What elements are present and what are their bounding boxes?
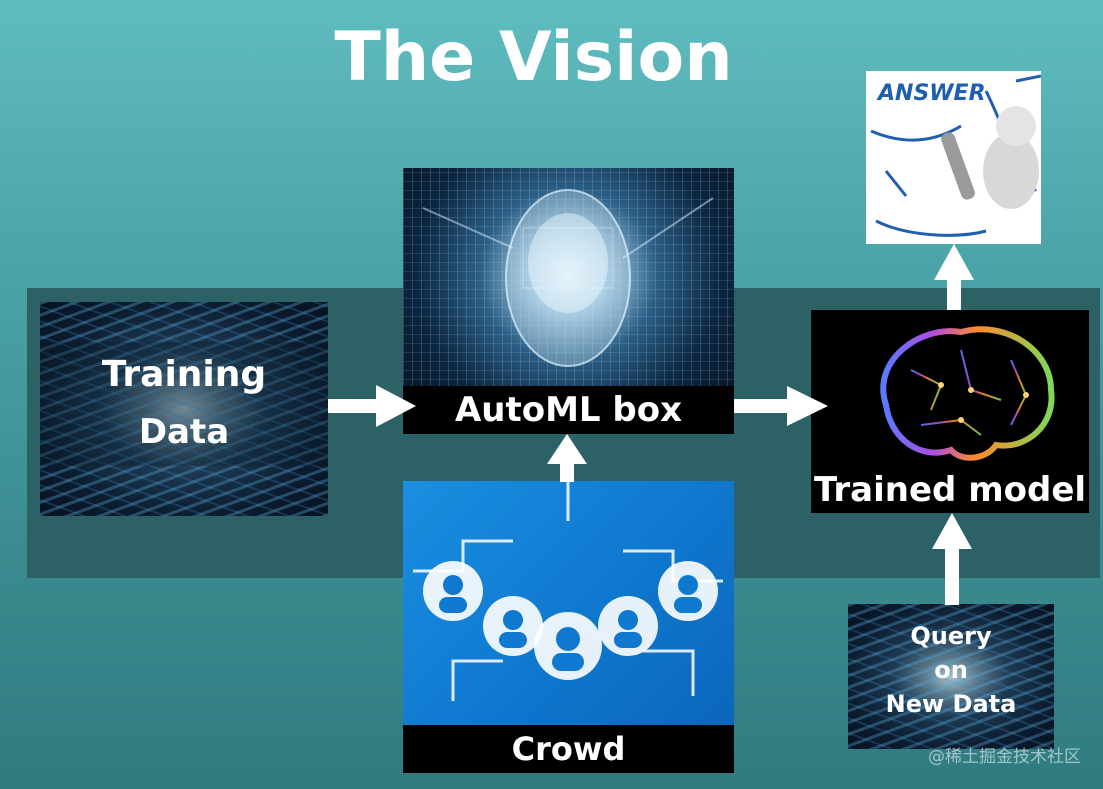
binary-tunnel-texture — [40, 302, 328, 516]
query-new-data-image: Query on New Data — [848, 604, 1054, 749]
answer-figure-illustration — [870, 74, 1041, 237]
arrow-query-to-model — [932, 513, 972, 605]
trained-model-label: Trained model — [811, 467, 1089, 513]
slide-title: The Vision — [334, 18, 733, 97]
query-label-line1: Query — [910, 622, 992, 650]
query-label-line3: New Data — [885, 690, 1017, 718]
trained-model-image: Trained model — [811, 310, 1089, 513]
automl-box-label: AutoML box — [403, 386, 734, 434]
social-network-illustration — [413, 481, 723, 701]
watermark: @稀土掘金技术社区 — [928, 747, 1081, 767]
brain-circuit-illustration — [880, 326, 1055, 461]
arrow-automl-to-model — [734, 386, 828, 426]
crowd-intelligence-image: Crowd intelligence — [403, 481, 734, 773]
label-shade — [40, 342, 328, 466]
training-data-label-line1: Training — [101, 354, 267, 395]
arrow-training-to-automl — [328, 385, 416, 427]
automl-box-image: AutoML box — [403, 168, 734, 434]
query-label-line2: on — [934, 656, 968, 684]
training-data-label-line2: Data — [138, 412, 230, 452]
training-data-image: Training Data — [40, 302, 328, 516]
arrow-model-to-answer — [934, 244, 974, 310]
answer-image: ANSWER — [866, 71, 1041, 244]
crowd-intelligence-label: Crowd intelligence — [403, 725, 734, 773]
robot-head-illustration — [422, 189, 714, 367]
arrow-crowd-to-automl — [547, 434, 587, 482]
binary-tunnel-texture — [848, 604, 1054, 749]
answer-text: ANSWER — [878, 81, 986, 106]
